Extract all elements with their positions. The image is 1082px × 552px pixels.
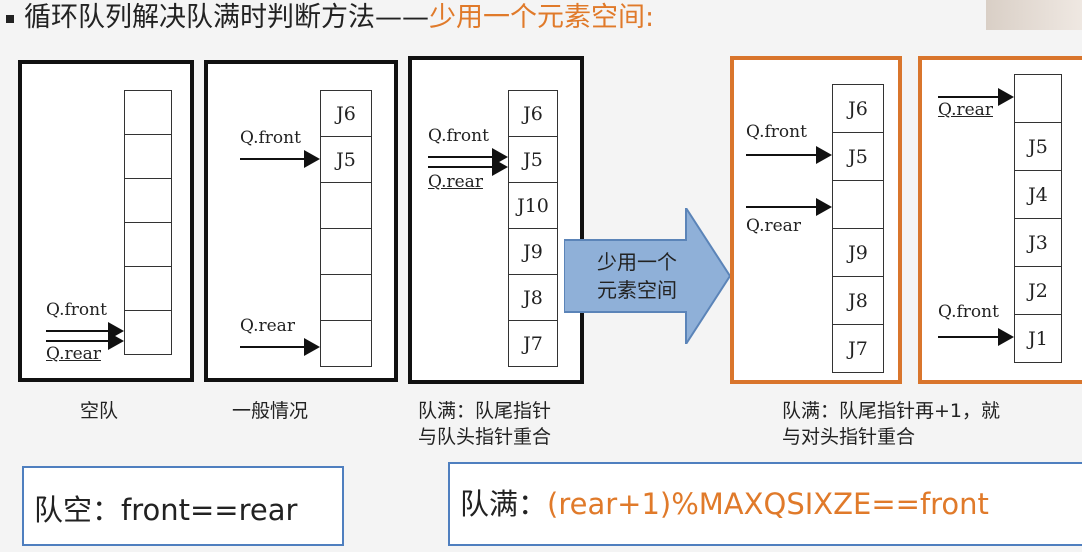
bullet-icon xyxy=(6,14,14,23)
queue-cell: J8 xyxy=(508,274,558,321)
presenter-photo xyxy=(986,0,1082,30)
queue-cell: J2 xyxy=(1014,266,1062,315)
diagram-empty-queue: Q.front Q.rear xyxy=(18,60,194,382)
caption-spare-line1: 队满：队尾指针再+1，就 xyxy=(782,400,1001,422)
queue-cell: J6 xyxy=(832,84,884,133)
formula-full-prefix: 队满： xyxy=(460,487,548,521)
rear-label: Q.rear xyxy=(46,344,101,364)
title-prefix: 循环队列解决队满时判断方法—— xyxy=(24,2,429,33)
front-label: Q.front xyxy=(240,128,301,148)
caption-spare: 队满：队尾指针再+1，就 与对头指针重合 xyxy=(782,398,1000,450)
rear-label: Q.rear xyxy=(938,100,993,120)
diagram-spare-cell-wrap: J5 J4 J3 J2 J1 Q.rear Q.front xyxy=(918,56,1082,384)
big-right-arrow-icon xyxy=(564,208,732,344)
caption-general: 一般情况 xyxy=(232,400,309,422)
queue-cell xyxy=(320,182,372,229)
front-label: Q.front xyxy=(46,300,107,320)
big-arrow-text: 少用一个 元素空间 xyxy=(572,248,702,304)
rear-label: Q.rear xyxy=(428,172,483,192)
queue-cell xyxy=(832,180,884,229)
rear-arrow-icon xyxy=(746,198,832,216)
title-highlight: 少用一个元素空间: xyxy=(429,2,655,33)
diagram-spare-cell: J6 J5 J9 J8 J7 Q.front Q.rear xyxy=(730,56,902,384)
rear-arrow-icon xyxy=(428,158,508,176)
queue-cell: J5 xyxy=(508,136,558,183)
front-arrow-icon xyxy=(938,328,1014,346)
formula-full: 队满：(rear+1)%MAXQSIXZE==front xyxy=(448,462,1082,546)
queue-cell: J7 xyxy=(508,320,558,367)
rear-label: Q.rear xyxy=(240,316,295,336)
queue-cell: J8 xyxy=(832,276,884,325)
front-label: Q.front xyxy=(428,126,489,146)
queue-cell xyxy=(124,90,172,135)
diagram-general-case: J6 J5 Q.front Q.rear xyxy=(204,60,398,382)
diagram-full-queue: J6 J5 J10 J9 J8 J7 Q.front Q.rear xyxy=(408,56,584,384)
caption-full: 队满：队尾指针 与队头指针重合 xyxy=(418,398,551,450)
rear-label: Q.rear xyxy=(746,216,801,236)
front-label: Q.front xyxy=(938,302,999,322)
front-arrow-icon xyxy=(240,150,320,168)
queue-cell: J4 xyxy=(1014,170,1062,219)
queue-cell xyxy=(124,134,172,179)
front-label: Q.front xyxy=(746,122,807,142)
caption-spare-line2: 与对头指针重合 xyxy=(782,426,916,448)
queue-cell xyxy=(1014,74,1062,123)
queue-cell: J5 xyxy=(1014,122,1062,171)
rear-arrow-icon xyxy=(46,332,124,350)
front-arrow-icon xyxy=(746,146,832,164)
queue-cell xyxy=(124,266,172,311)
queue-cell xyxy=(320,274,372,321)
queue-cell: J9 xyxy=(508,228,558,275)
queue-cell: J9 xyxy=(832,228,884,277)
big-arrow-line2: 元素空间 xyxy=(597,278,677,302)
queue-cell: J5 xyxy=(832,132,884,181)
queue-cell: J1 xyxy=(1014,314,1062,363)
slide-title: 循环队列解决队满时判断方法——少用一个元素空间: xyxy=(6,0,654,36)
caption-empty: 空队 xyxy=(80,400,119,422)
queue-cell xyxy=(124,178,172,223)
queue-cell: J6 xyxy=(320,90,372,137)
rear-arrow-icon xyxy=(938,88,1014,106)
formula-empty-expr: front==rear xyxy=(121,493,298,527)
queue-cell xyxy=(124,310,172,355)
queue-cell xyxy=(124,222,172,267)
queue-cell xyxy=(320,320,372,367)
queue-cell: J10 xyxy=(508,182,558,229)
rear-arrow-icon xyxy=(240,338,320,356)
caption-full-line2: 与队头指针重合 xyxy=(418,426,552,448)
formula-full-expr: (rear+1)%MAXQSIXZE==front xyxy=(547,487,989,521)
formula-empty-prefix: 队空： xyxy=(34,493,122,527)
queue-cell: J3 xyxy=(1014,218,1062,267)
queue-cell xyxy=(320,228,372,275)
queue-cell: J5 xyxy=(320,136,372,183)
queue-cell: J7 xyxy=(832,324,884,373)
caption-full-line1: 队满：队尾指针 xyxy=(418,400,552,422)
queue-cell: J6 xyxy=(508,90,558,137)
formula-empty: 队空：front==rear xyxy=(22,466,344,546)
big-arrow-line1: 少用一个 xyxy=(597,250,677,274)
